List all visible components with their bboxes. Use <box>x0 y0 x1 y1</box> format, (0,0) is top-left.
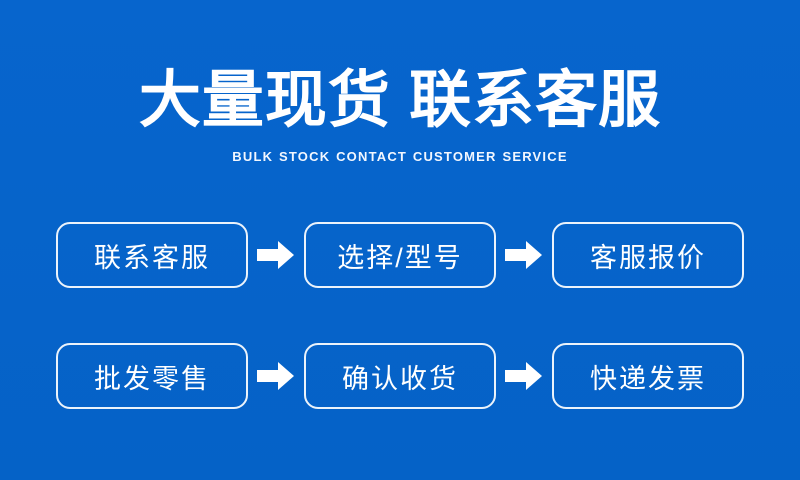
banner-subtitle: BULK STOCK CONTACT CUSTOMER SERVICE <box>232 149 568 164</box>
flow-step-label: 客服报价 <box>590 242 706 273</box>
banner-title: 大量现货 联系客服 <box>138 66 662 135</box>
flow-step-contact-service: 联系客服 <box>56 222 248 288</box>
flow-step-confirm-receipt: 确认收货 <box>304 343 496 409</box>
arrow-right-icon <box>257 361 295 391</box>
arrow-right-icon <box>505 361 543 391</box>
flow-step-select-model: 选择/型号 <box>304 222 496 288</box>
flow-step-label: 快递发票 <box>590 363 706 394</box>
arrow-right-icon <box>505 240 543 270</box>
flow-step-label: 联系客服 <box>94 242 210 273</box>
flow-row-2: 批发零售 确认收货 快递发票 <box>0 343 800 409</box>
flow-step-service-quote: 客服报价 <box>552 222 744 288</box>
flow-row-1: 联系客服 选择/型号 客服报价 <box>0 222 800 288</box>
flow-step-label: 确认收货 <box>342 363 458 394</box>
flow-step-express-invoice: 快递发票 <box>552 343 744 409</box>
flow-step-label: 选择/型号 <box>337 242 463 273</box>
arrow-right-icon <box>257 240 295 270</box>
flow-step-label: 批发零售 <box>94 363 210 394</box>
flow-step-wholesale-retail: 批发零售 <box>56 343 248 409</box>
